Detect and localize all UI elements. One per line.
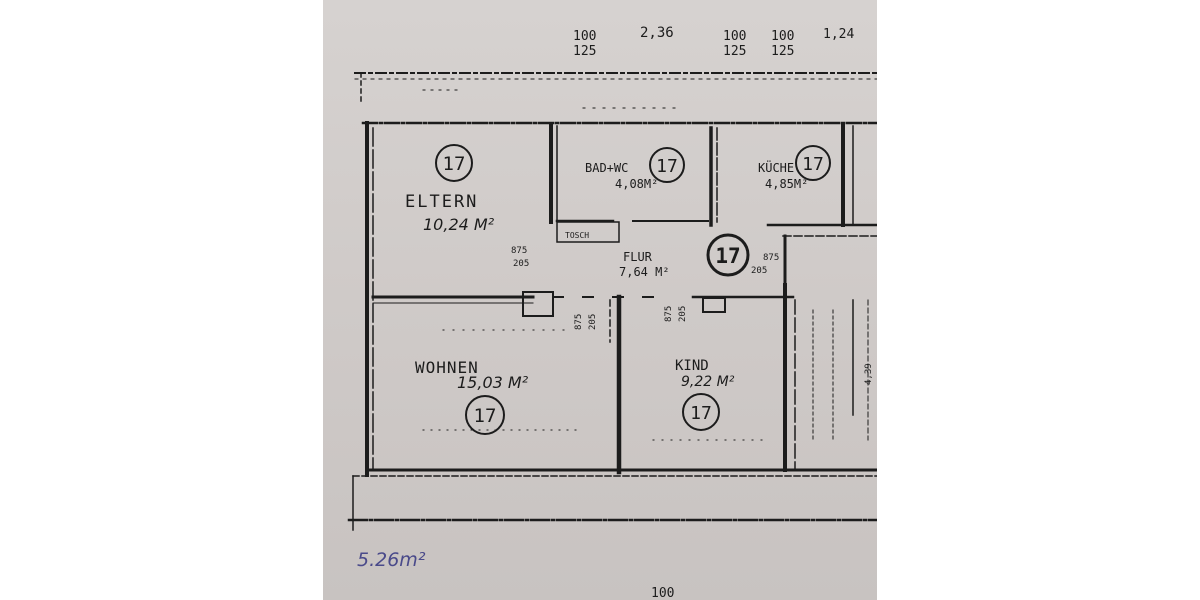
door-dim-upper: 875 (511, 246, 527, 256)
door-dim-upper: 875 (574, 314, 584, 330)
door-dim-lower: 205 (588, 314, 598, 330)
dimension-upper: 100 (723, 29, 746, 44)
room-number-circle (465, 395, 505, 435)
room-number: 17 (802, 154, 824, 175)
room-number-circle (706, 233, 750, 277)
shower-box (556, 221, 620, 243)
door-dim-upper: 875 (763, 253, 779, 263)
room-name: KÜCHE (758, 159, 794, 175)
room-bad-wc: 17 BAD+WC 4,08M² (585, 147, 685, 191)
dimension-upper: 2,36 (640, 25, 674, 41)
room-eltern: 17 ELTERN 10,24 M² (405, 144, 495, 234)
room-number: 17 (443, 153, 466, 175)
room-name: BAD+WC (585, 161, 628, 175)
room-name: FLUR (623, 250, 653, 264)
room-number: 17 (715, 244, 740, 268)
room-area: 4,85M² (765, 177, 808, 191)
door-frame-2 (702, 297, 726, 313)
dimension-upper: 1,24 (823, 27, 854, 42)
dimension-lower: 125 (771, 44, 794, 59)
room-number: 17 (474, 405, 497, 427)
door-dim-upper: 875 (664, 306, 674, 322)
dimension-upper: 100 (771, 29, 794, 44)
door-frame-1 (522, 291, 554, 317)
room-name: WOHNEN (415, 358, 479, 377)
floor-plan: 17 ELTERN 10,24 M² 17 BAD+WC 4,08M² 17 K… (347, 25, 877, 600)
room-flur: 17 FLUR 7,64 M² (619, 233, 750, 279)
room-area: 10,24 M² (423, 215, 495, 234)
room-area: 7,64 M² (619, 265, 670, 279)
walls (347, 72, 877, 531)
room-number-circle (682, 393, 720, 431)
room-wohnen: 17 WOHNEN 15,03 M² (415, 358, 529, 435)
top-dimensions: 100 125 2,36 100 125 100 125 1,24 (573, 25, 854, 59)
shower-label: TOSCH (565, 231, 589, 240)
floor-plan-sheet: 17 ELTERN 10,24 M² 17 BAD+WC 4,08M² 17 K… (323, 0, 877, 600)
dimension-lower: 125 (573, 44, 596, 59)
room-area: 15,03 M² (457, 373, 529, 392)
room-name: KIND (675, 358, 709, 374)
bottom-dimension: 100 (651, 586, 674, 600)
handwritten-note: 5.26m² (357, 549, 426, 571)
room-area: 9,22 M² (681, 374, 735, 390)
dimension-lower: 125 (723, 44, 746, 59)
room-number: 17 (690, 403, 712, 424)
door-dim-lower: 205 (751, 266, 767, 276)
room-number: 17 (656, 156, 678, 177)
room-kueche: 17 KÜCHE 4,85M² (758, 145, 831, 191)
side-dimension: 4,39 (864, 363, 874, 385)
door-dim-lower: 205 (513, 259, 529, 269)
door-dimensions: 875 205 875 205 875 205 875 205 (511, 246, 779, 330)
room-number-circle (649, 147, 685, 183)
room-area: 4,08M² (615, 177, 658, 191)
door-dim-lower: 205 (678, 306, 688, 322)
room-number-circle (795, 145, 831, 181)
room-number-circle (435, 144, 473, 182)
dimension-upper: 100 (573, 29, 596, 44)
room-kind: 17 KIND 9,22 M² (675, 358, 735, 431)
room-name: ELTERN (405, 192, 478, 212)
